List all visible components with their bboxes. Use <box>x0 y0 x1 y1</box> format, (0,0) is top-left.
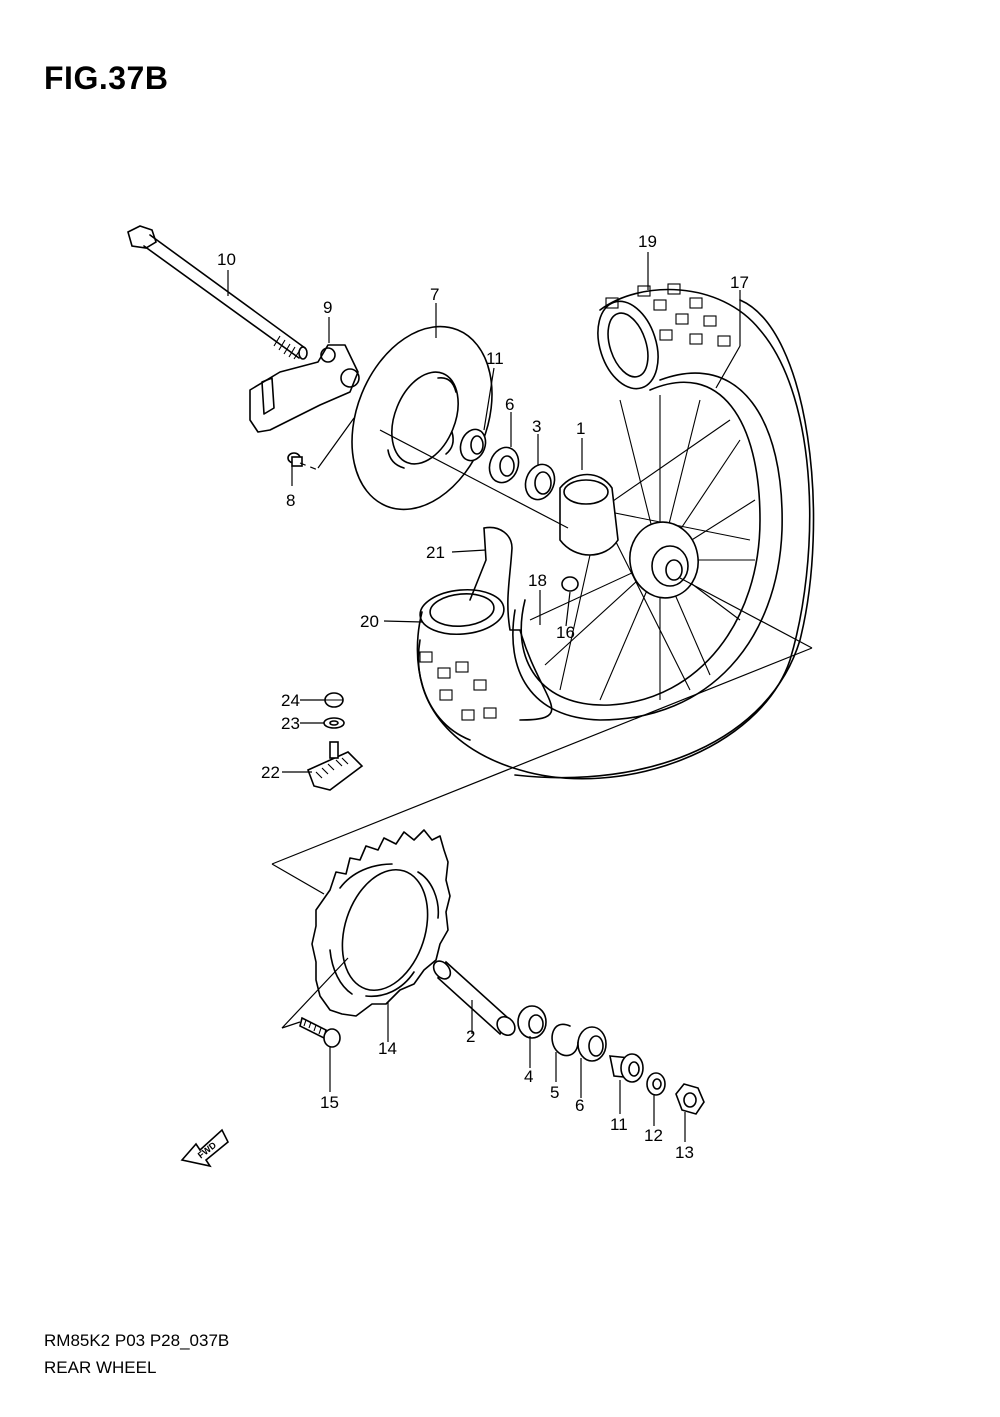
spoke-nipple-part <box>561 576 579 592</box>
sprocket-part <box>311 829 451 1017</box>
callout-6-bottom: 6 <box>575 1096 584 1115</box>
spacer-lower-part <box>609 1053 644 1083</box>
figure-code: RM85K2 P03 P28_037B <box>44 1331 230 1350</box>
axle-washer-part <box>646 1072 666 1096</box>
callout-15: 15 <box>320 1093 339 1112</box>
callout-3: 3 <box>532 417 541 436</box>
callout-8: 8 <box>286 491 295 510</box>
callout-1: 1 <box>576 419 585 438</box>
bearing-part <box>488 446 520 484</box>
oil-seal-part <box>577 1026 607 1062</box>
callout-11-top: 11 <box>486 349 504 368</box>
dust-seal-part <box>524 463 556 501</box>
callout-4: 4 <box>524 1067 533 1086</box>
callout-19: 19 <box>638 232 657 251</box>
callout-7: 7 <box>430 285 439 304</box>
axle-part <box>127 225 308 360</box>
callout-9: 9 <box>323 298 332 317</box>
distance-collar-part <box>432 960 516 1037</box>
callout-21: 21 <box>426 543 445 562</box>
sprocket-bolt-part <box>281 1016 341 1048</box>
forward-direction-arrow: FWD <box>180 1128 230 1168</box>
callout-13: 13 <box>675 1143 694 1162</box>
axle-nut-part <box>675 1083 705 1115</box>
inner-tube-part <box>306 741 364 791</box>
chain-adjuster-bracket-part <box>249 344 360 433</box>
hub-part <box>559 473 699 599</box>
figure-title: FIG.37B <box>44 60 169 96</box>
callout-10: 10 <box>217 250 236 269</box>
callout-6-top: 6 <box>505 395 514 414</box>
callout-leaders <box>227 252 741 1142</box>
washer-part <box>323 717 345 729</box>
callout-11-bottom: 11 <box>610 1115 628 1134</box>
callout-5: 5 <box>550 1083 559 1102</box>
callout-16: 16 <box>556 623 575 642</box>
callout-17: 17 <box>730 273 749 292</box>
callout-14: 14 <box>378 1039 397 1058</box>
rim-band-part <box>469 526 553 721</box>
assembly-leader-lines <box>271 429 813 1029</box>
bolt-part <box>287 417 355 471</box>
nut-part <box>324 692 344 708</box>
callout-20: 20 <box>360 612 379 631</box>
bearing-lower-part <box>517 1005 547 1039</box>
spacer-collar-part <box>459 428 487 462</box>
callout-23: 23 <box>281 714 300 733</box>
callout-18: 18 <box>528 571 547 590</box>
callout-12: 12 <box>644 1126 663 1145</box>
callout-24: 24 <box>281 691 300 710</box>
callouts: 10 9 7 11 6 3 1 8 19 17 21 18 16 20 24 2… <box>217 232 749 1162</box>
brake-disc-part <box>351 325 493 511</box>
figure-name: REAR WHEEL <box>44 1358 157 1377</box>
circlip-part <box>551 1023 579 1057</box>
tire-part <box>416 283 815 780</box>
callout-2: 2 <box>466 1027 475 1046</box>
callout-22: 22 <box>261 763 280 782</box>
